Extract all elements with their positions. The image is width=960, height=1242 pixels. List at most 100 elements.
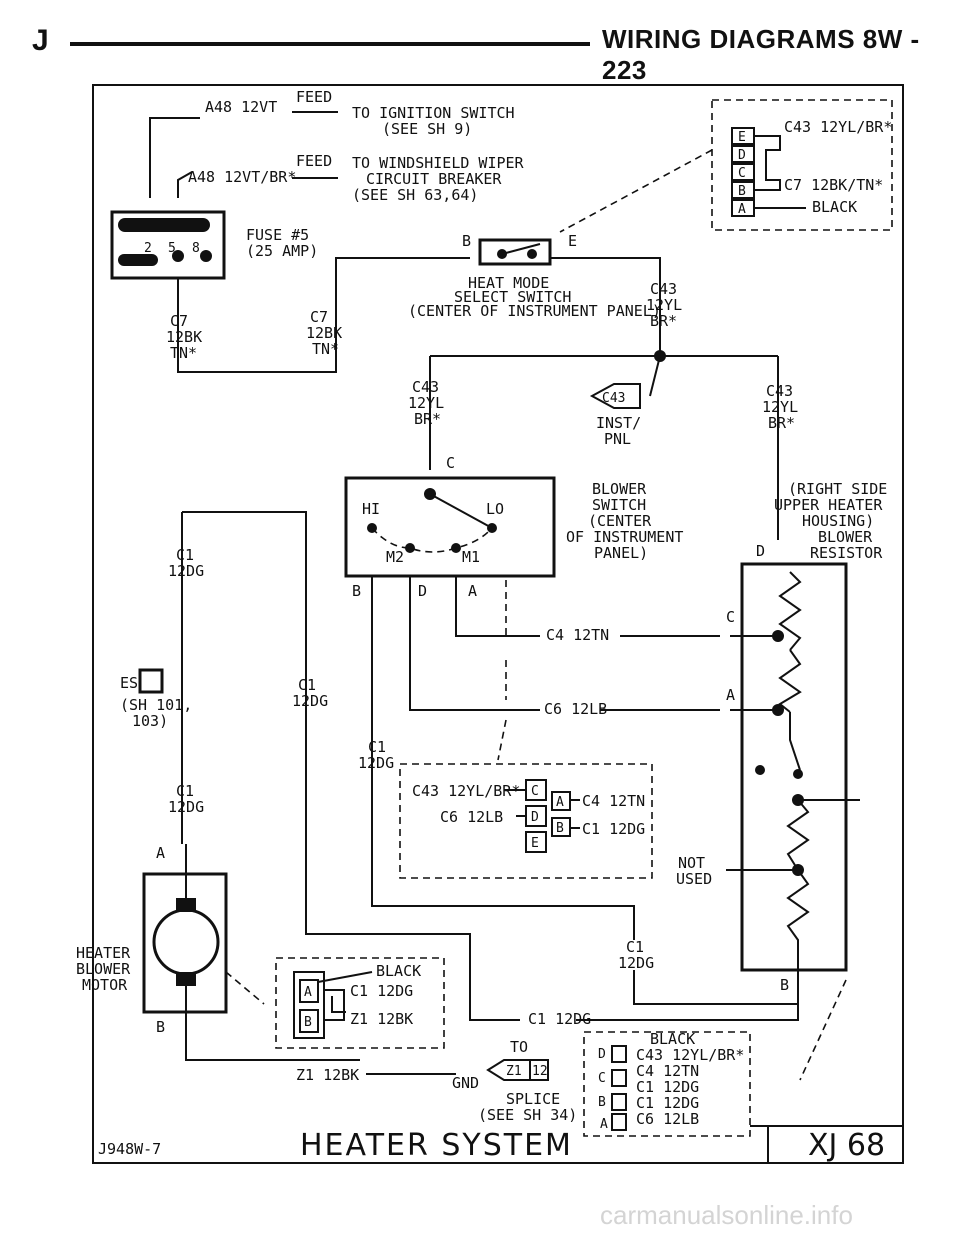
watermark: carmanualsonline.info (600, 1200, 853, 1230)
mid-connector-stubs (504, 789, 580, 829)
page-header: J WIRING DIAGRAMS 8W - 223 (30, 14, 930, 85)
motor-circle (152, 908, 220, 976)
c7-left-1: C7 (170, 312, 188, 330)
mid-label-c1: C1 12DG (582, 820, 645, 838)
motor-connector-wires (324, 989, 346, 1021)
wire-c4-12tn (455, 576, 540, 637)
res-pin-d: D (598, 1047, 606, 1062)
motor-wires (185, 844, 360, 1061)
resistor-name-5: RESISTOR (810, 544, 883, 562)
motor-conn-c1: C1 12DG (350, 982, 413, 1000)
c7-mid-3: TN* (312, 340, 339, 358)
mid-pin-d: D (531, 810, 539, 825)
splice-tag-text: Z1 (506, 1064, 522, 1079)
wire-a48-12vt-br (177, 171, 193, 198)
blower-switch-arc (371, 527, 493, 553)
ground-splice: SPLICE (506, 1090, 560, 1108)
blower-switch-body (344, 476, 556, 578)
diagram-frame (92, 84, 904, 1164)
top-connector-box (711, 99, 893, 231)
top-pin-a: A (738, 202, 746, 217)
top-pin-d: D (738, 148, 746, 163)
fuse-pin-5: 5 (168, 241, 176, 256)
wire-c1-b (371, 576, 635, 940)
motor-leader (225, 971, 265, 1005)
res-label-black: BLACK (650, 1030, 695, 1048)
resistor-thermal-node (755, 765, 765, 775)
wire-heat-switch-e (550, 257, 661, 355)
c43-right-2: 12YL (762, 398, 798, 416)
motor-conn-black: BLACK (376, 962, 421, 980)
resistor-thermal-node-2 (793, 769, 803, 779)
wire-c1-a (182, 511, 520, 1021)
motor-name-3: MOTOR (82, 976, 128, 994)
resistor-name-2: UPPER HEATER (774, 496, 883, 514)
c1-d-2: 12DG (168, 798, 204, 816)
blower-switch-name-5: PANEL) (594, 544, 648, 562)
motor-pin-b-box (299, 1009, 319, 1033)
motor-name-2: BLOWER (76, 960, 131, 978)
res-connector-pins (611, 1045, 627, 1131)
blower-switch-lo-label: LO (486, 500, 504, 518)
mid-pin-b: B (556, 821, 564, 836)
splice-num: 12 (532, 1064, 548, 1079)
es-ref-2: 103) (132, 712, 168, 730)
c1-b-1: C1 (298, 676, 316, 694)
mid-label-c43: C43 12YL/BR* (412, 782, 520, 800)
blower-switch-c: C (446, 454, 455, 472)
wire-c1-f (576, 986, 799, 1021)
motor-pin-a: A (156, 844, 165, 862)
heat-switch-b: B (462, 232, 471, 250)
blower-switch-m2-label: M2 (386, 548, 404, 566)
c43-right-1: C43 (766, 382, 793, 400)
fuse-pin-8: 8 (192, 241, 200, 256)
c1-e-1: C1 (626, 938, 644, 956)
ground-to: TO (510, 1038, 528, 1056)
res-connector-box (583, 1031, 751, 1137)
heat-switch-wire-3: BR* (650, 312, 677, 330)
inst-pnl-2: PNL (604, 430, 631, 448)
wire-c7 (177, 257, 470, 373)
motor-conn-pin-a: A (304, 985, 312, 1000)
mid-label-c4: C4 12TN (582, 792, 645, 810)
resistor-leader (799, 979, 847, 1081)
top-connector-leader (559, 149, 713, 233)
heat-switch-name-1: HEAT MODE (468, 274, 549, 292)
motor-connector-shell (293, 971, 325, 1039)
motor-pin-a-box (299, 979, 319, 1003)
feed1-to-label: TO IGNITION SWITCH (352, 104, 515, 122)
mid-connector-box (399, 763, 653, 879)
c1-c-1: C1 (368, 738, 386, 756)
resistor-coil-2 (778, 649, 802, 713)
fuse-pin-2: 2 (144, 241, 152, 256)
c1-b-2: 12DG (292, 692, 328, 710)
c43-right-3: BR* (768, 414, 795, 432)
res-label-c6: C6 12LB (636, 1110, 699, 1128)
c7-mid-2: 12BK (306, 324, 342, 342)
fuse-amp: (25 AMP) (246, 242, 318, 260)
resistor-pin-c: C (726, 608, 735, 626)
res-label-c4: C4 12TN (636, 1062, 699, 1080)
blower-pin-d: D (418, 582, 427, 600)
mid-label-c6: C6 12LB (440, 808, 503, 826)
wire-c6-label: C6 12LB (544, 700, 607, 718)
blower-switch-name-3: (CENTER (588, 512, 652, 530)
res-label-c43: C43 12YL/BR* (636, 1046, 744, 1064)
blower-pin-a: A (468, 582, 477, 600)
inst-pnl-tag-text: C43 (602, 391, 625, 406)
motor-brush-top (176, 898, 196, 912)
inst-pnl-1: INST/ (596, 414, 641, 432)
resistor-coil-3 (786, 799, 810, 871)
es-tag: ES (120, 674, 138, 692)
wire-c43-inst (649, 355, 661, 397)
top-pin-b: B (738, 184, 746, 199)
c43-left-1: C43 (412, 378, 439, 396)
feed1-see-label: (SEE SH 9) (382, 120, 472, 138)
c1-a-1: C1 (176, 546, 194, 564)
c1-c-2: 12DG (358, 754, 394, 772)
c1-a-2: 12DG (168, 562, 204, 580)
c1-e-2: 12DG (618, 954, 654, 972)
heat-switch-wire-2: 12YL (646, 296, 682, 314)
mid-pin-e: E (531, 836, 539, 851)
